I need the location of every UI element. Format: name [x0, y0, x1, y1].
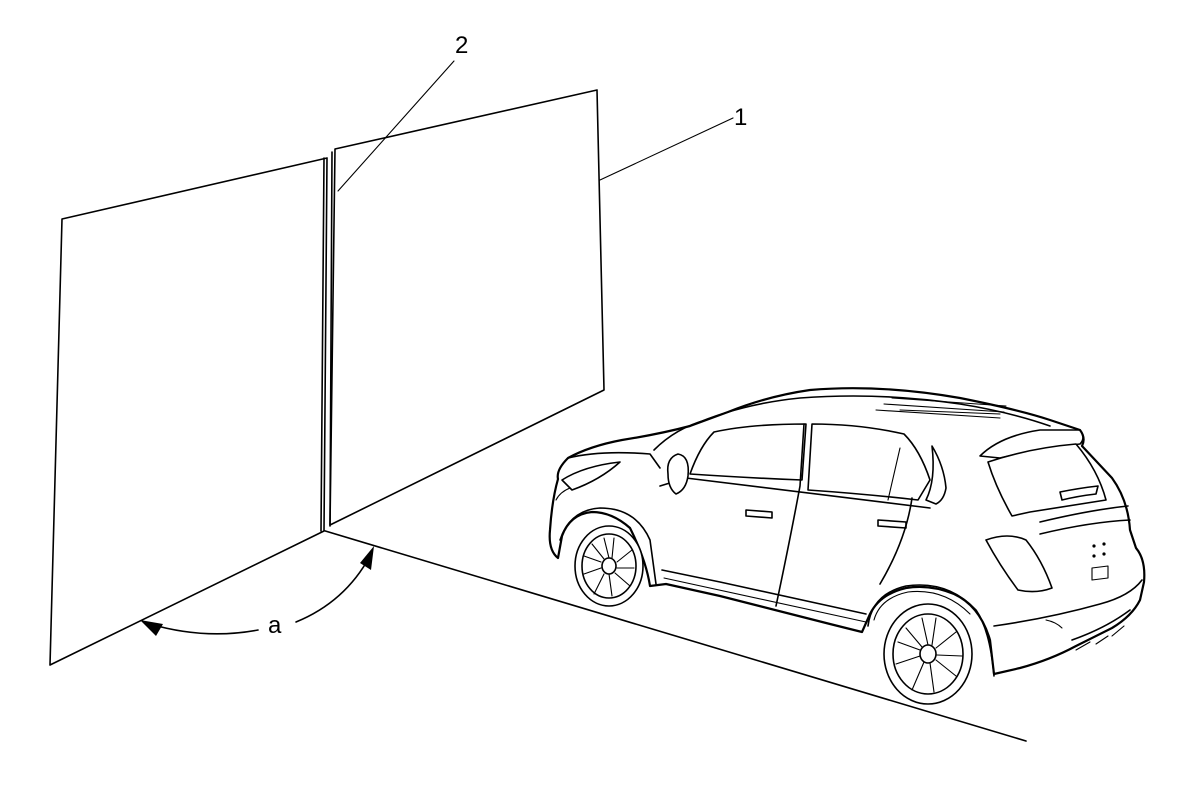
rear-quarter-window [925, 445, 947, 505]
rear-door-window [807, 423, 931, 501]
rear-window [987, 443, 1107, 517]
roof-rail [875, 397, 1007, 419]
liftgate-handle [1059, 485, 1099, 501]
side-mirror [666, 453, 690, 495]
wall-panel-left [49, 157, 328, 666]
wall-panel-right [329, 89, 605, 526]
rear-door-handle [877, 519, 907, 529]
hood-line [567, 451, 661, 469]
rocker-panel [661, 569, 867, 615]
rear-bumper [993, 579, 1143, 627]
leader-line-1 [599, 117, 734, 181]
callout-2-label: 2 [455, 32, 468, 59]
rear-wheel-arch [867, 584, 995, 677]
leader-line-2 [337, 60, 455, 192]
headlamp [561, 461, 621, 491]
arrowhead-left-icon [140, 620, 163, 636]
door-line-front [775, 423, 805, 607]
center-line-strip [320, 151, 333, 532]
angle-indicator: a [140, 546, 374, 639]
callout-a-label: a [268, 612, 282, 639]
front-door-handle [745, 509, 773, 519]
front-wheel [574, 525, 644, 607]
license-plate-area [1091, 565, 1109, 581]
floor-reference-line [321, 529, 1027, 742]
vehicle-suv [548, 387, 1146, 705]
front-door-window [689, 423, 807, 481]
front-wheel-arch [559, 507, 657, 585]
arrowhead-right-icon [360, 546, 374, 570]
callout-1-label: 1 [734, 104, 747, 131]
tail-lamp [985, 535, 1053, 593]
rear-wheel [883, 603, 973, 705]
